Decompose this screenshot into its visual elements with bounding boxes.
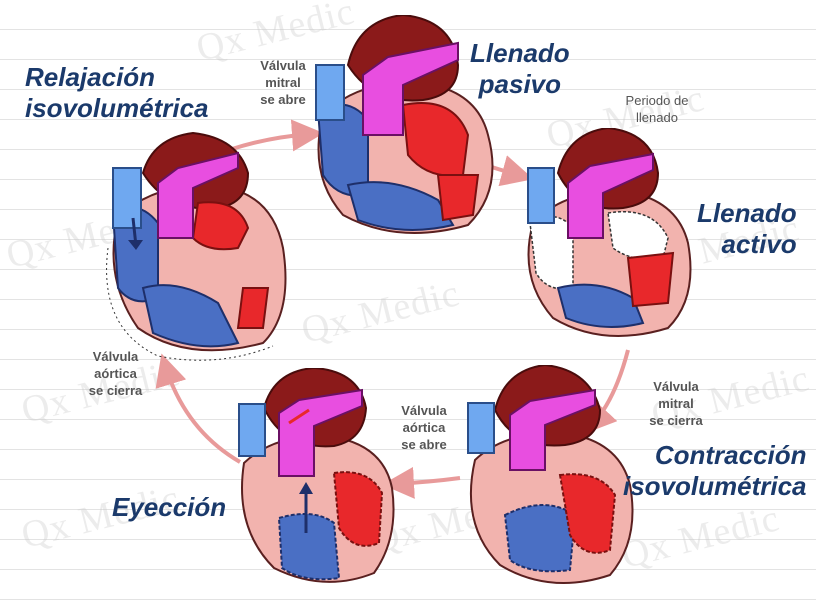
left-ventricle-lower — [238, 288, 268, 328]
arrow-eyeccion-to-relajacion — [165, 365, 240, 462]
vena-cava — [528, 168, 554, 223]
stage-title-line: pasivo — [479, 69, 561, 99]
note-line: aórtica — [388, 419, 460, 436]
note-line: Válvula — [248, 57, 318, 74]
vena-cava — [113, 168, 141, 228]
left-ventricle-lower — [628, 253, 673, 306]
note-line: Periodo de — [612, 92, 702, 109]
note-line: Válvula — [636, 378, 716, 395]
left-ventricle-lower — [438, 175, 478, 220]
note-aortic-closes: Válvula aórtica se cierra — [78, 348, 153, 399]
note-mitral-opens: Válvula mitral se abre — [248, 57, 318, 108]
note-line: aórtica — [78, 365, 153, 382]
stage-title-line: Contracción — [655, 440, 807, 470]
note-line: se cierra — [78, 382, 153, 399]
note-line: llenado — [612, 109, 702, 126]
note-line: Válvula — [78, 348, 153, 365]
stage-title-line: isovolumétrica — [623, 471, 807, 501]
note-line: se cierra — [636, 412, 716, 429]
stage-title-line: isovolumétrica — [25, 93, 209, 123]
vena-cava — [468, 403, 494, 453]
heart-contraccion — [460, 365, 640, 595]
note-filling-period: Periodo de llenado — [612, 92, 702, 126]
stage-title-line: activo — [722, 229, 797, 259]
heart-relajacion — [98, 128, 298, 368]
note-line: se abre — [388, 436, 460, 453]
stage-title-line: Llenado — [697, 198, 797, 228]
right-ventricle — [505, 505, 575, 571]
arrow-contraccion-to-eyeccion — [394, 478, 460, 484]
stage-title-line: Relajación — [25, 62, 155, 92]
note-line: mitral — [248, 74, 318, 91]
stage-title-llenado-pasivo: Llenado pasivo — [470, 38, 570, 100]
stage-title-llenado-activo: Llenado activo — [697, 198, 797, 260]
heart-eyeccion — [234, 368, 399, 593]
note-mitral-closes: Válvula mitral se cierra — [636, 378, 716, 429]
stage-title-eyeccion: Eyección — [112, 492, 226, 523]
note-line: mitral — [636, 395, 716, 412]
vena-cava — [316, 65, 344, 120]
vena-cava — [239, 404, 265, 456]
note-line: Válvula — [388, 402, 460, 419]
stage-title-line: Llenado — [470, 38, 570, 68]
note-line: se abre — [248, 91, 318, 108]
note-aortic-opens: Válvula aórtica se abre — [388, 402, 460, 453]
right-ventricle — [279, 514, 339, 579]
heart-llenado-activo — [518, 128, 698, 353]
stage-title-line: Eyección — [112, 492, 226, 522]
stage-title-relajacion: Relajación isovolumétrica — [25, 62, 209, 124]
stage-title-contraccion: Contracción isovolumétrica — [623, 440, 807, 502]
